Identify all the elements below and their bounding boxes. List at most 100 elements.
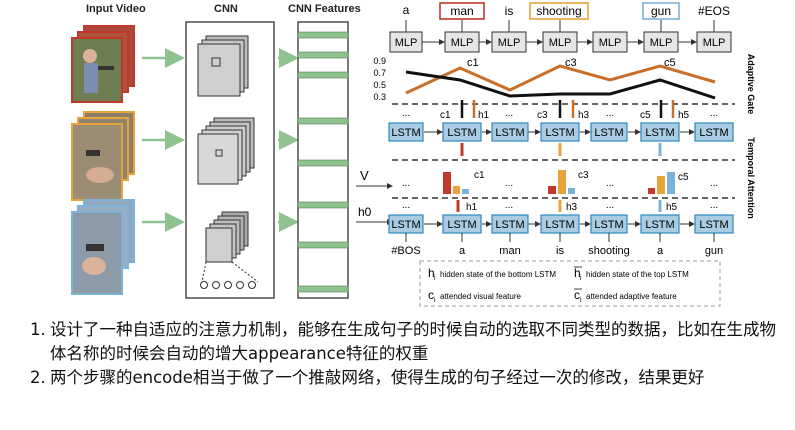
cnn-features-column [297, 21, 349, 299]
header-cnn-features: CNN Features [288, 3, 361, 15]
mlp-label: MLP [549, 37, 572, 49]
mlp-row: MLP MLP MLP MLP MLP MLP MLP [389, 20, 732, 53]
legend-box: h i hidden state of the bottom LSTM h i … [419, 260, 721, 307]
legend-cbar-text: attended adaptive feature [586, 292, 677, 301]
symbol-c3-top: c3 [537, 110, 548, 121]
legend-h-text: hidden state of the bottom LSTM [440, 270, 556, 279]
bottom-word-gun: gun [705, 245, 723, 257]
mlp-label: MLP [395, 37, 418, 49]
top-lstm-input-arrows [460, 143, 662, 156]
lstm-label: LSTM [447, 219, 476, 231]
legend-c-text: attended visual feature [440, 292, 521, 301]
ellipsis: ... [505, 178, 513, 189]
bottom-word-bos: #BOS [391, 245, 420, 257]
bottom-word-shooting: shooting [588, 245, 630, 257]
mlp-label: MLP [703, 37, 726, 49]
ellipsis: ... [402, 200, 410, 211]
svg-text:c: c [428, 288, 434, 302]
svg-text:i: i [434, 275, 436, 282]
top-word-is: is [505, 4, 514, 18]
legend-hbar-text: hidden state of the top LSTM [586, 270, 689, 279]
svg-text:i: i [434, 297, 436, 304]
ellipsis: ... [606, 108, 614, 119]
header-input-video: Input Video [86, 3, 146, 15]
bottom-word-a: a [459, 245, 466, 257]
gate-tick-09: 0.9 [373, 56, 386, 66]
top-words: a man is shooting gun #EOS [403, 2, 730, 20]
lstm-label: LSTM [495, 219, 524, 231]
top-word-a: a [403, 3, 410, 17]
lstm-label: LSTM [594, 127, 623, 139]
svg-text:h: h [574, 266, 581, 280]
note-text: 设计了一种自适应的注意力机制，能够在生成句子的时候自动的选取不同类型的数据，比如… [50, 320, 776, 363]
cnn-layer-1 [197, 35, 249, 97]
symbol-cbar5: c5 [664, 57, 676, 69]
top-word-man: man [450, 4, 473, 18]
cnn-block [185, 21, 275, 299]
lstm-label: LSTM [645, 127, 674, 139]
cnn-layer-2 [197, 117, 255, 185]
gate-tick-05: 0.5 [373, 80, 386, 90]
ellipsis: ... [402, 178, 410, 189]
ellipsis: ... [402, 108, 410, 119]
ellipsis: ... [710, 108, 718, 119]
note-item-2: 2. 两个步骤的encode相当于做了一个推敲网络，使得生成的句子经过一次的修改… [22, 366, 792, 390]
symbol-cbar3: c3 [565, 57, 577, 69]
svg-text:c: c [574, 288, 580, 302]
gate-arrows [460, 100, 675, 118]
symbol-c1-top: c1 [440, 110, 451, 121]
lstm-row-top: LSTM LSTM LSTM LSTM LSTM LSTM LSTM [388, 122, 734, 142]
lstm-label: LSTM [391, 219, 420, 231]
top-word-eos: #EOS [698, 4, 730, 18]
bottom-word-a2: a [657, 245, 664, 257]
symbol-h1-top: h1 [478, 110, 490, 121]
top-word-gun: gun [651, 4, 671, 18]
frame-stack-2 [71, 111, 135, 201]
symbol-h3-bottom: h3 [566, 202, 578, 213]
input-video-frames [71, 25, 135, 295]
symbol-h5-top: h5 [678, 110, 690, 121]
gate-tick-03: 0.3 [373, 92, 386, 102]
ellipsis: ... [505, 108, 513, 119]
notes-list: 1. 设计了一种自适应的注意力机制，能够在生成句子的时候自动的选取不同类型的数据… [22, 318, 792, 390]
lstm-label: LSTM [545, 127, 574, 139]
frame-stack-3 [71, 199, 135, 295]
ellipsis: ... [710, 200, 718, 211]
lstm-label: LSTM [545, 219, 574, 231]
lstm-label: LSTM [594, 219, 623, 231]
mlp-label: MLP [650, 37, 673, 49]
gate-tick-07: 0.7 [373, 68, 386, 78]
cnn-to-features-arrows [278, 48, 299, 232]
attention-bars-man [443, 172, 469, 194]
symbol-V: V [360, 168, 369, 183]
bottom-word-man: man [499, 245, 520, 257]
frame-stack-1 [71, 25, 135, 103]
attention-bars-gun [648, 172, 675, 194]
top-word-shooting: shooting [536, 4, 581, 18]
symbol-h1-bottom: h1 [466, 202, 478, 213]
symbol-c5-top: c5 [640, 110, 651, 121]
input-arrows [356, 183, 393, 225]
video-captioning-diagram: V h0 a man is shooting gun #EOS [71, 2, 756, 307]
symbol-h3-top: h3 [578, 110, 590, 121]
lstm-label: LSTM [495, 127, 524, 139]
symbol-c3-mid: c3 [578, 170, 589, 181]
bottom-lstm-output-arrows [456, 200, 662, 212]
bottom-word-is: is [556, 245, 564, 257]
note-number: 2. [30, 368, 46, 387]
svg-text:h: h [428, 266, 435, 280]
ellipsis: ... [710, 178, 718, 189]
note-number: 1. [30, 320, 46, 339]
symbol-c5-mid: c5 [678, 172, 689, 183]
header-cnn: CNN [214, 3, 238, 15]
lstm-label: LSTM [645, 219, 674, 231]
ellipsis: ... [606, 200, 614, 211]
gate-line-visual [405, 64, 716, 95]
ellipsis: ... [606, 178, 614, 189]
bottom-words: #BOS a man is shooting a gun [391, 245, 723, 257]
frame-to-cnn-arrows [142, 48, 185, 232]
side-label-adaptive-gate: Adaptive Gate [746, 54, 756, 115]
attention-bars-shooting [548, 170, 575, 194]
symbol-h0: h0 [358, 205, 372, 219]
lstm-label: LSTM [699, 127, 728, 139]
